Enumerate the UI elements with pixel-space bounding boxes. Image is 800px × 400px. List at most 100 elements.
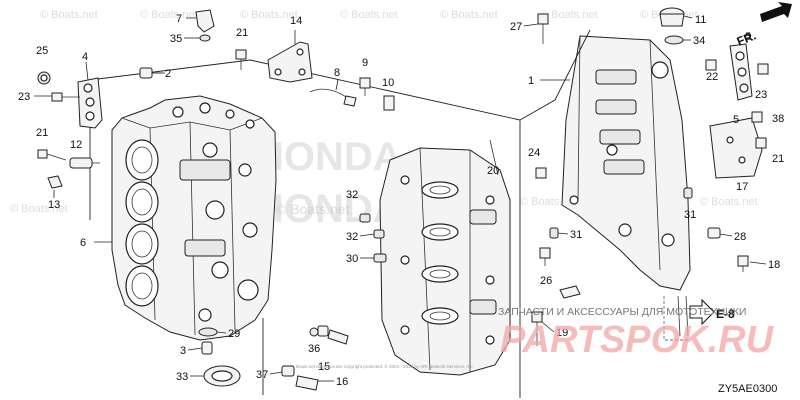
bolt-part-22[interactable] (705, 59, 717, 71)
dowel-pin-part-31-right[interactable] (683, 187, 693, 199)
callout-8[interactable]: 8 (334, 67, 340, 79)
callout-30[interactable]: 30 (346, 253, 358, 265)
callout-17[interactable]: 17 (736, 181, 748, 193)
sensor-part-37[interactable] (281, 365, 295, 377)
cylinder-block-left[interactable] (111, 95, 277, 341)
callout-3[interactable]: 3 (180, 345, 186, 357)
callout-1[interactable]: 1 (528, 75, 534, 87)
callout-12[interactable]: 12 (70, 139, 82, 151)
sensor-part-7[interactable] (195, 9, 215, 33)
dowel-pin-part-30[interactable] (373, 253, 387, 263)
honda-watermark: HONDA (255, 135, 402, 179)
callout-21-left[interactable]: 21 (36, 127, 48, 139)
callout-37[interactable]: 37 (256, 369, 268, 381)
bolt-part-21-left[interactable] (37, 149, 67, 161)
bolt-part-18[interactable] (737, 255, 749, 272)
callout-26[interactable]: 26 (540, 275, 552, 287)
stud-part-20[interactable] (489, 139, 499, 176)
cover-part-17[interactable] (709, 117, 763, 179)
pipe-part-8[interactable] (309, 88, 357, 107)
callout-4[interactable]: 4 (82, 51, 88, 63)
dowel-pin-part-32a[interactable] (359, 213, 371, 223)
callout-2[interactable]: 2 (165, 68, 171, 80)
callout-21-right[interactable]: 21 (772, 153, 784, 165)
callout-22[interactable]: 22 (706, 71, 718, 83)
callout-34[interactable]: 34 (693, 35, 705, 47)
dowel-pin-part-31-left[interactable] (549, 227, 559, 239)
callout-32-lower[interactable]: 32 (346, 231, 358, 243)
bolt-part-9[interactable] (359, 77, 371, 96)
callout-36[interactable]: 36 (308, 343, 320, 355)
callout-18[interactable]: 18 (768, 259, 780, 271)
bolt-part-38[interactable] (751, 111, 763, 123)
bolt-part-23-left[interactable] (51, 92, 80, 102)
stud-bolt-near-e8 (677, 295, 689, 337)
callout-16[interactable]: 16 (336, 376, 348, 388)
callout-5-right[interactable]: 5 (733, 114, 739, 126)
e8-reference-arrow[interactable]: E-8 (689, 298, 735, 326)
callout-11[interactable]: 11 (695, 14, 706, 26)
callout-21-top[interactable]: 21 (236, 27, 248, 39)
oil-case-part-1[interactable] (561, 35, 691, 291)
callout-6[interactable]: 6 (80, 237, 86, 249)
oil-filler-cap-part-11[interactable] (659, 7, 685, 27)
oil-seal-part-33[interactable] (203, 365, 241, 387)
o-ring-part-35[interactable] (199, 34, 211, 42)
bracket-part-4[interactable] (77, 61, 103, 129)
callout-35[interactable]: 35 (170, 33, 182, 45)
callout-13[interactable]: 13 (48, 199, 60, 211)
callout-31-left[interactable]: 31 (570, 229, 582, 241)
bolt-part-26[interactable] (539, 247, 551, 266)
callout-24[interactable]: 24 (528, 147, 540, 159)
boats-watermark: © Boats.net (10, 203, 68, 215)
bolt-part-27[interactable] (537, 13, 549, 44)
callout-5-top[interactable]: 5 (745, 31, 751, 43)
washer-part-29[interactable] (198, 327, 218, 337)
dowel-pin-part-32b[interactable] (373, 229, 385, 239)
bolt-part-21-top[interactable] (235, 49, 247, 70)
front-direction-arrow: FR. (735, 2, 792, 49)
callout-27[interactable]: 27 (510, 21, 522, 33)
boats-watermark: © Boats.net (240, 9, 298, 21)
bracket-part-5-right[interactable] (729, 43, 753, 101)
callout-20[interactable]: 20 (487, 165, 499, 177)
callout-7[interactable]: 7 (176, 13, 182, 25)
callout-38[interactable]: 38 (772, 113, 784, 125)
boats-watermark: © Boats.net (440, 9, 498, 21)
clip-part-13[interactable] (47, 175, 63, 189)
nut-part-28[interactable] (707, 227, 721, 239)
callout-9[interactable]: 9 (362, 57, 368, 69)
bolt-part-19[interactable] (531, 311, 543, 346)
pressure-switch-part-15[interactable] (317, 325, 349, 345)
callout-31-right[interactable]: 31 (684, 209, 696, 221)
callout-23-left[interactable]: 23 (18, 91, 30, 103)
bolt-part-24[interactable] (535, 167, 547, 179)
gasket-part-34[interactable] (664, 35, 684, 45)
crankcase-center[interactable] (379, 147, 511, 376)
o-ring-part-36[interactable] (309, 327, 319, 337)
sensor-part-16[interactable] (295, 375, 319, 391)
bracket-part-14[interactable] (267, 30, 313, 83)
callout-15[interactable]: 15 (318, 361, 330, 373)
o-ring-part-25[interactable] (37, 71, 51, 85)
callout-10[interactable]: 10 (382, 77, 394, 89)
callout-19[interactable]: 19 (556, 327, 568, 339)
bolt-part-23-right[interactable] (757, 63, 769, 75)
boats-watermark: © Boats.net (140, 9, 198, 21)
callout-28[interactable]: 28 (734, 231, 746, 243)
callout-29[interactable]: 29 (228, 328, 240, 340)
callout-23-right[interactable]: 23 (755, 89, 767, 101)
watermark-layer: © Boats.net © Boats.net © Boats.net © Bo… (10, 9, 758, 231)
callout-25[interactable]: 25 (36, 45, 48, 57)
plug-part-3[interactable] (201, 341, 213, 355)
callout-33[interactable]: 33 (176, 371, 188, 383)
boats-watermark: © Boats.net (540, 9, 598, 21)
bolt-part-21-right[interactable] (755, 137, 767, 149)
callout-14[interactable]: 14 (290, 15, 302, 27)
bolt-part-10[interactable] (383, 95, 395, 111)
sensor-part-12[interactable] (69, 157, 100, 169)
callout-32-upper[interactable]: 32 (346, 189, 358, 201)
reference-label: E-8 (716, 307, 735, 321)
